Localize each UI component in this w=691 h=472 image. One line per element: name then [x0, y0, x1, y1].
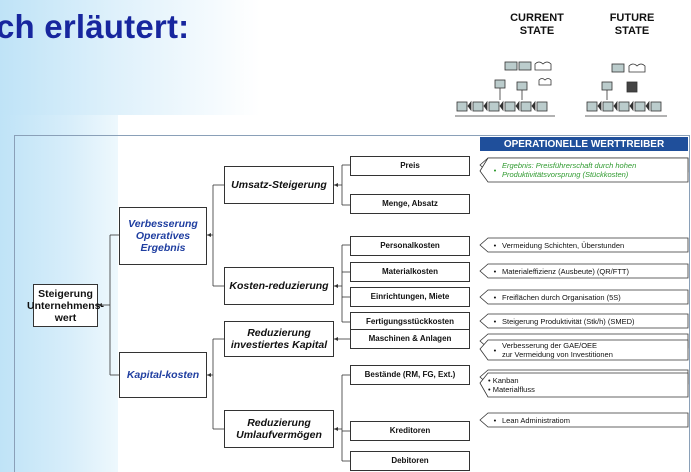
driver-text: Lean Administratiom: [502, 415, 570, 425]
driver-text: Materialfluss: [492, 385, 535, 394]
driver-text: Vermeidung Schichten, Überstunden: [502, 240, 625, 250]
page-heading: ch erläutert:: [0, 8, 190, 45]
bullet-icon: •: [493, 316, 497, 326]
node-materialkosten: Materialkosten: [350, 262, 470, 282]
node-reduzierung-invest: Reduzierung investiertes Kapital: [224, 321, 334, 357]
root-node: Steigerung Unternehmens-wert: [27, 284, 104, 327]
driver-personal: • Vermeidung Schichten, Überstunden: [488, 238, 625, 252]
node-operatives-ergebnis: Verbesserung Operatives Ergebnis: [119, 207, 207, 265]
driver-fertigung: • Steigerung Produktivität (Stk/h) (SMED…: [488, 314, 635, 328]
node-umsatz-steigerung: Umsatz-Steigerung: [224, 166, 334, 204]
diagram-frame: [14, 135, 690, 472]
driver-bestaende: • Kanban • Materialfluss: [488, 373, 535, 397]
node-kapitalkosten: Kapital-kosten: [119, 352, 207, 398]
node-maschinen: Maschinen & Anlagen: [350, 329, 470, 349]
node-reduzierung-umlauf: Reduzierung Umlaufvermögen: [224, 410, 334, 448]
driver-text: Verbesserung der GAE/OEE: [502, 341, 598, 350]
future-state-label: FUTURE STATE: [609, 12, 655, 37]
driver-material: • Materialeffizienz (Ausbeute) (QR/FTT): [488, 264, 629, 278]
bullet-icon: •: [488, 376, 491, 385]
driver-text: Materialeffizienz (Ausbeute) (QR/FTT): [502, 266, 629, 276]
current-state-icon: [455, 61, 667, 117]
driver-text: zur Vermeidung von Investitionen: [502, 350, 613, 359]
node-bestaende: Bestände (RM, FG, Ext.): [350, 365, 470, 385]
node-personalkosten: Personalkosten: [350, 236, 470, 256]
node-kosten-reduzierung: Kosten-reduzierung: [224, 267, 334, 305]
driver-text: Produktivitätsvorsprung (Stückkosten): [502, 170, 629, 179]
node-menge: Menge, Absatz: [350, 194, 470, 214]
background-gradient-top: [0, 0, 260, 115]
driver-text: Kanban: [492, 376, 519, 385]
current-state-label: CURRENT STATE: [510, 12, 564, 37]
driver-kreditoren: • Lean Administratiom: [488, 413, 570, 427]
driver-text: Freiflächen durch Organisation (5S): [502, 292, 621, 302]
bullet-icon: •: [493, 415, 497, 425]
node-debitoren: Debitoren: [350, 451, 470, 471]
operational-drivers-title: OPERATIONELLE WERTTREIBER: [480, 137, 688, 151]
node-einrichtungen: Einrichtungen, Miete: [350, 287, 470, 307]
bullet-icon: •: [493, 345, 497, 355]
driver-einrichtungen: • Freiflächen durch Organisation (5S): [488, 290, 621, 304]
bullet-icon: •: [493, 165, 497, 175]
bullet-icon: •: [493, 240, 497, 250]
node-preis: Preis: [350, 156, 470, 176]
driver-text: Steigerung Produktivität (Stk/h) (SMED): [502, 316, 635, 326]
bullet-icon: •: [493, 266, 497, 276]
bullet-icon: •: [493, 292, 497, 302]
bullet-icon: •: [488, 385, 491, 394]
node-kreditoren: Kreditoren: [350, 421, 470, 441]
driver-preis: • Ergebnis: Preisführerschaft durch hohe…: [488, 159, 637, 181]
driver-text: Ergebnis: Preisführerschaft durch hohen: [502, 161, 637, 170]
